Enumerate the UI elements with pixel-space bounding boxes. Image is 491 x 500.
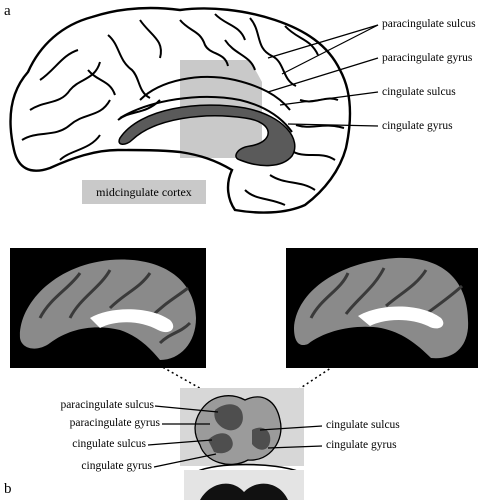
label-cingulate-gyrus-a: cingulate gyrus <box>382 120 453 132</box>
midcingulate-cortex-label: midcingulate cortex <box>82 180 206 204</box>
label-cingulate-gyrus-b-right: cingulate gyrus <box>326 439 397 451</box>
brain-outline <box>9 6 352 214</box>
label-paracingulate-sulcus-a: paracingulate sulcus <box>382 18 476 30</box>
paracingulate-sulcus-line <box>139 75 291 111</box>
mri-right <box>286 248 478 368</box>
label-cingulate-sulcus-b-right: cingulate sulcus <box>326 419 400 431</box>
label-cingulate-sulcus-b-left: cingulate sulcus <box>72 438 146 450</box>
zoomed-section <box>180 388 304 500</box>
cingulate-sulcus-line <box>119 95 293 133</box>
label-cingulate-gyrus-b-left: cingulate gyrus <box>81 460 152 472</box>
corpus-callosum <box>118 104 296 167</box>
label-cingulate-sulcus-a: cingulate sulcus <box>382 86 456 98</box>
label-paracingulate-sulcus-b: paracingulate sulcus <box>60 399 154 411</box>
pointer-lines-b <box>147 405 323 468</box>
pointer-lines-a <box>267 24 379 127</box>
panel-b-letter: b <box>4 481 12 497</box>
label-paracingulate-gyrus-b: paracingulate gyrus <box>69 417 160 429</box>
label-paracingulate-gyrus-a: paracingulate gyrus <box>382 52 473 64</box>
panel-a-letter: a <box>4 3 11 19</box>
mri-left <box>10 248 206 368</box>
